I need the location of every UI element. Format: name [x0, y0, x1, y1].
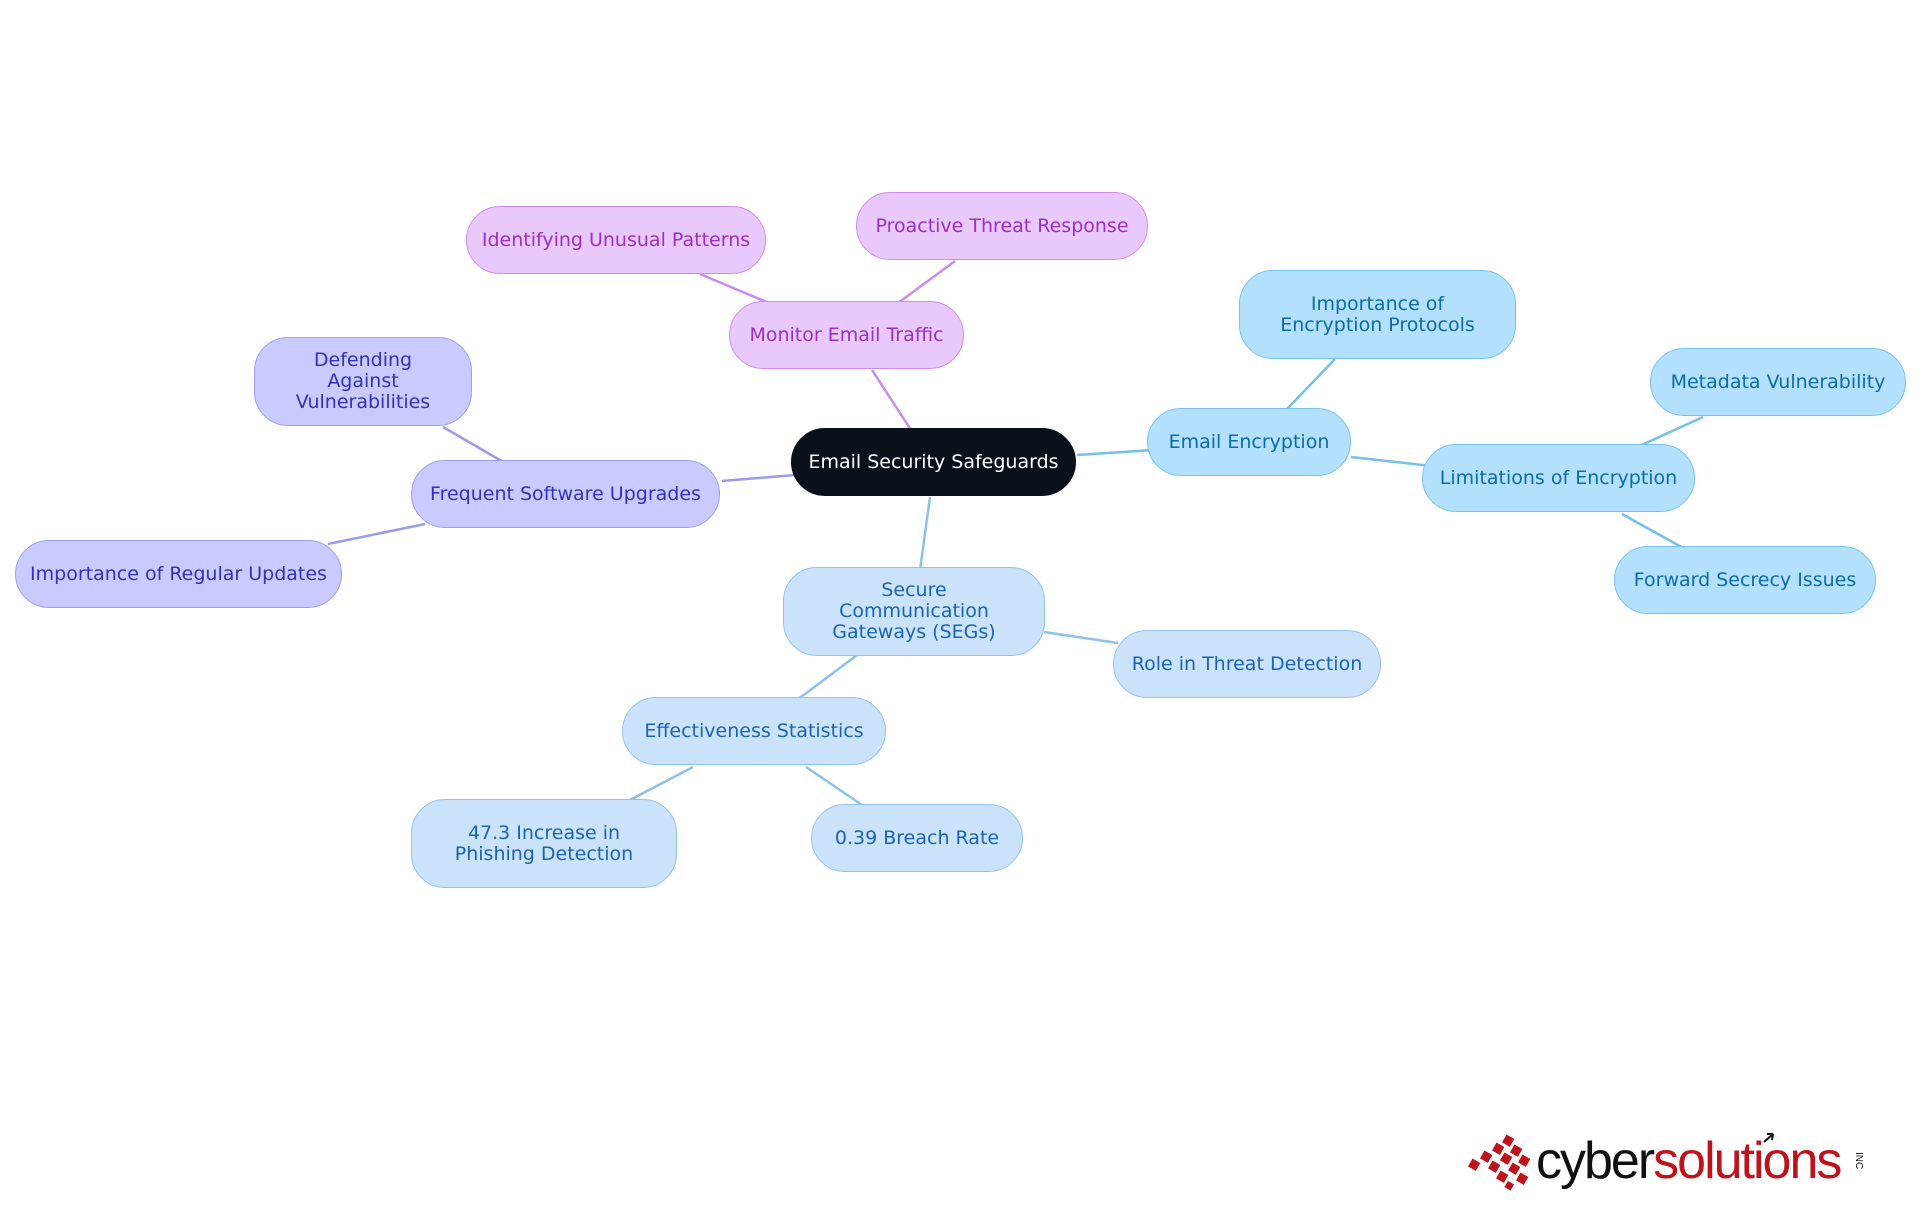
logo-text-cyber: cyber [1536, 1132, 1655, 1190]
node-phishing-detection-increase[interactable]: 47.3 Increase in Phishing Detection [411, 799, 677, 888]
edge-root-segs [918, 496, 932, 571]
node-secure-communication-gateways[interactable]: Secure Communication Gateways (SEGs) [783, 567, 1045, 656]
edge-monitor-patterns [699, 272, 770, 305]
node-monitor-email-traffic[interactable]: Monitor Email Traffic [729, 301, 964, 369]
node-forward-secrecy-issues[interactable]: Forward Secrecy Issues [1614, 546, 1876, 614]
cybersolutions-logo: cybersolutions INC [1468, 1132, 1864, 1191]
node-identifying-unusual-patterns[interactable]: Identifying Unusual Patterns [466, 206, 766, 274]
logo-arrow-icon [1763, 1133, 1774, 1143]
node-breach-rate[interactable]: 0.39 Breach Rate [811, 804, 1023, 872]
edge-upgrades-defending [442, 425, 506, 465]
edge-segs-role [1043, 630, 1119, 645]
node-effectiveness-statistics[interactable]: Effectiveness Statistics [622, 697, 886, 765]
svg-text:cybersolutions: cybersolutions [1536, 1132, 1841, 1190]
edge-stats-breach [805, 765, 866, 809]
edge-limitations-forward [1621, 512, 1686, 551]
node-role-in-threat-detection[interactable]: Role in Threat Detection [1113, 630, 1381, 698]
node-defending-against-vulnerabilities[interactable]: Defending Against Vulnerabilities [254, 337, 472, 426]
edge-root-encryption [1076, 448, 1154, 457]
node-metadata-vulnerability[interactable]: Metadata Vulnerability [1650, 348, 1906, 416]
edge-upgrades-regular [327, 522, 426, 546]
edge-root-upgrades [721, 473, 796, 483]
logo-text-solutions: solutions [1653, 1132, 1841, 1190]
node-limitations-of-encryption[interactable]: Limitations of Encryption [1422, 444, 1695, 512]
node-importance-of-encryption-protocols[interactable]: Importance of Encryption Protocols [1239, 270, 1516, 359]
logo-mark-icon [1468, 1134, 1531, 1191]
node-frequent-software-upgrades[interactable]: Frequent Software Upgrades [411, 460, 720, 528]
edge-root-monitor [870, 369, 915, 434]
node-email-encryption[interactable]: Email Encryption [1147, 408, 1351, 476]
logo-inc: INC [1853, 1152, 1864, 1169]
node-proactive-threat-response[interactable]: Proactive Threat Response [856, 192, 1148, 260]
root-node[interactable]: Email Security Safeguards [791, 428, 1076, 496]
node-importance-of-regular-updates[interactable]: Importance of Regular Updates [15, 540, 342, 608]
edge-segs-stats [796, 654, 858, 701]
edge-monitor-proactive [897, 259, 956, 305]
edge-encryption-protocols [1285, 358, 1336, 411]
edge-limitations-metadata [1634, 415, 1704, 450]
edge-encryption-limitations [1350, 455, 1432, 468]
edge-stats-phishing [627, 765, 694, 803]
